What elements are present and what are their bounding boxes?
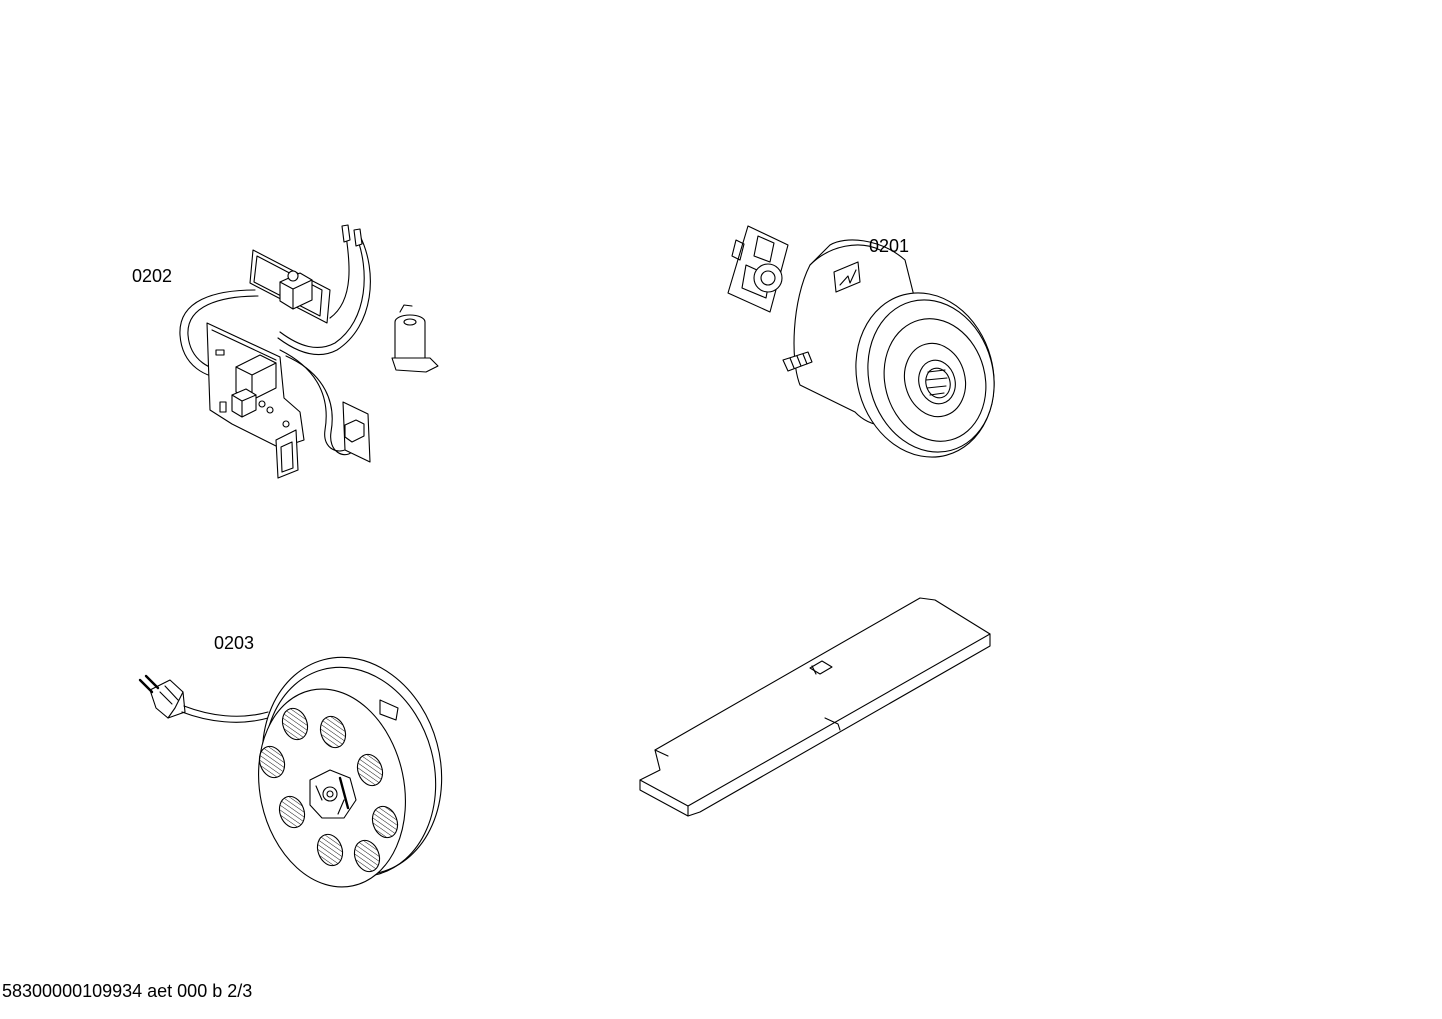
cable-reel-0203 xyxy=(138,656,443,888)
part-label-0202: 0202 xyxy=(132,266,173,286)
base-plate xyxy=(639,597,991,817)
document-code: 58300000109934 aet 000 b 2/3 xyxy=(2,981,253,1001)
electronic-module-0202 xyxy=(179,224,439,479)
part-label-0201: 0201 xyxy=(869,236,910,256)
part-label-0203: 0203 xyxy=(214,633,255,653)
motor-0201 xyxy=(727,225,995,458)
